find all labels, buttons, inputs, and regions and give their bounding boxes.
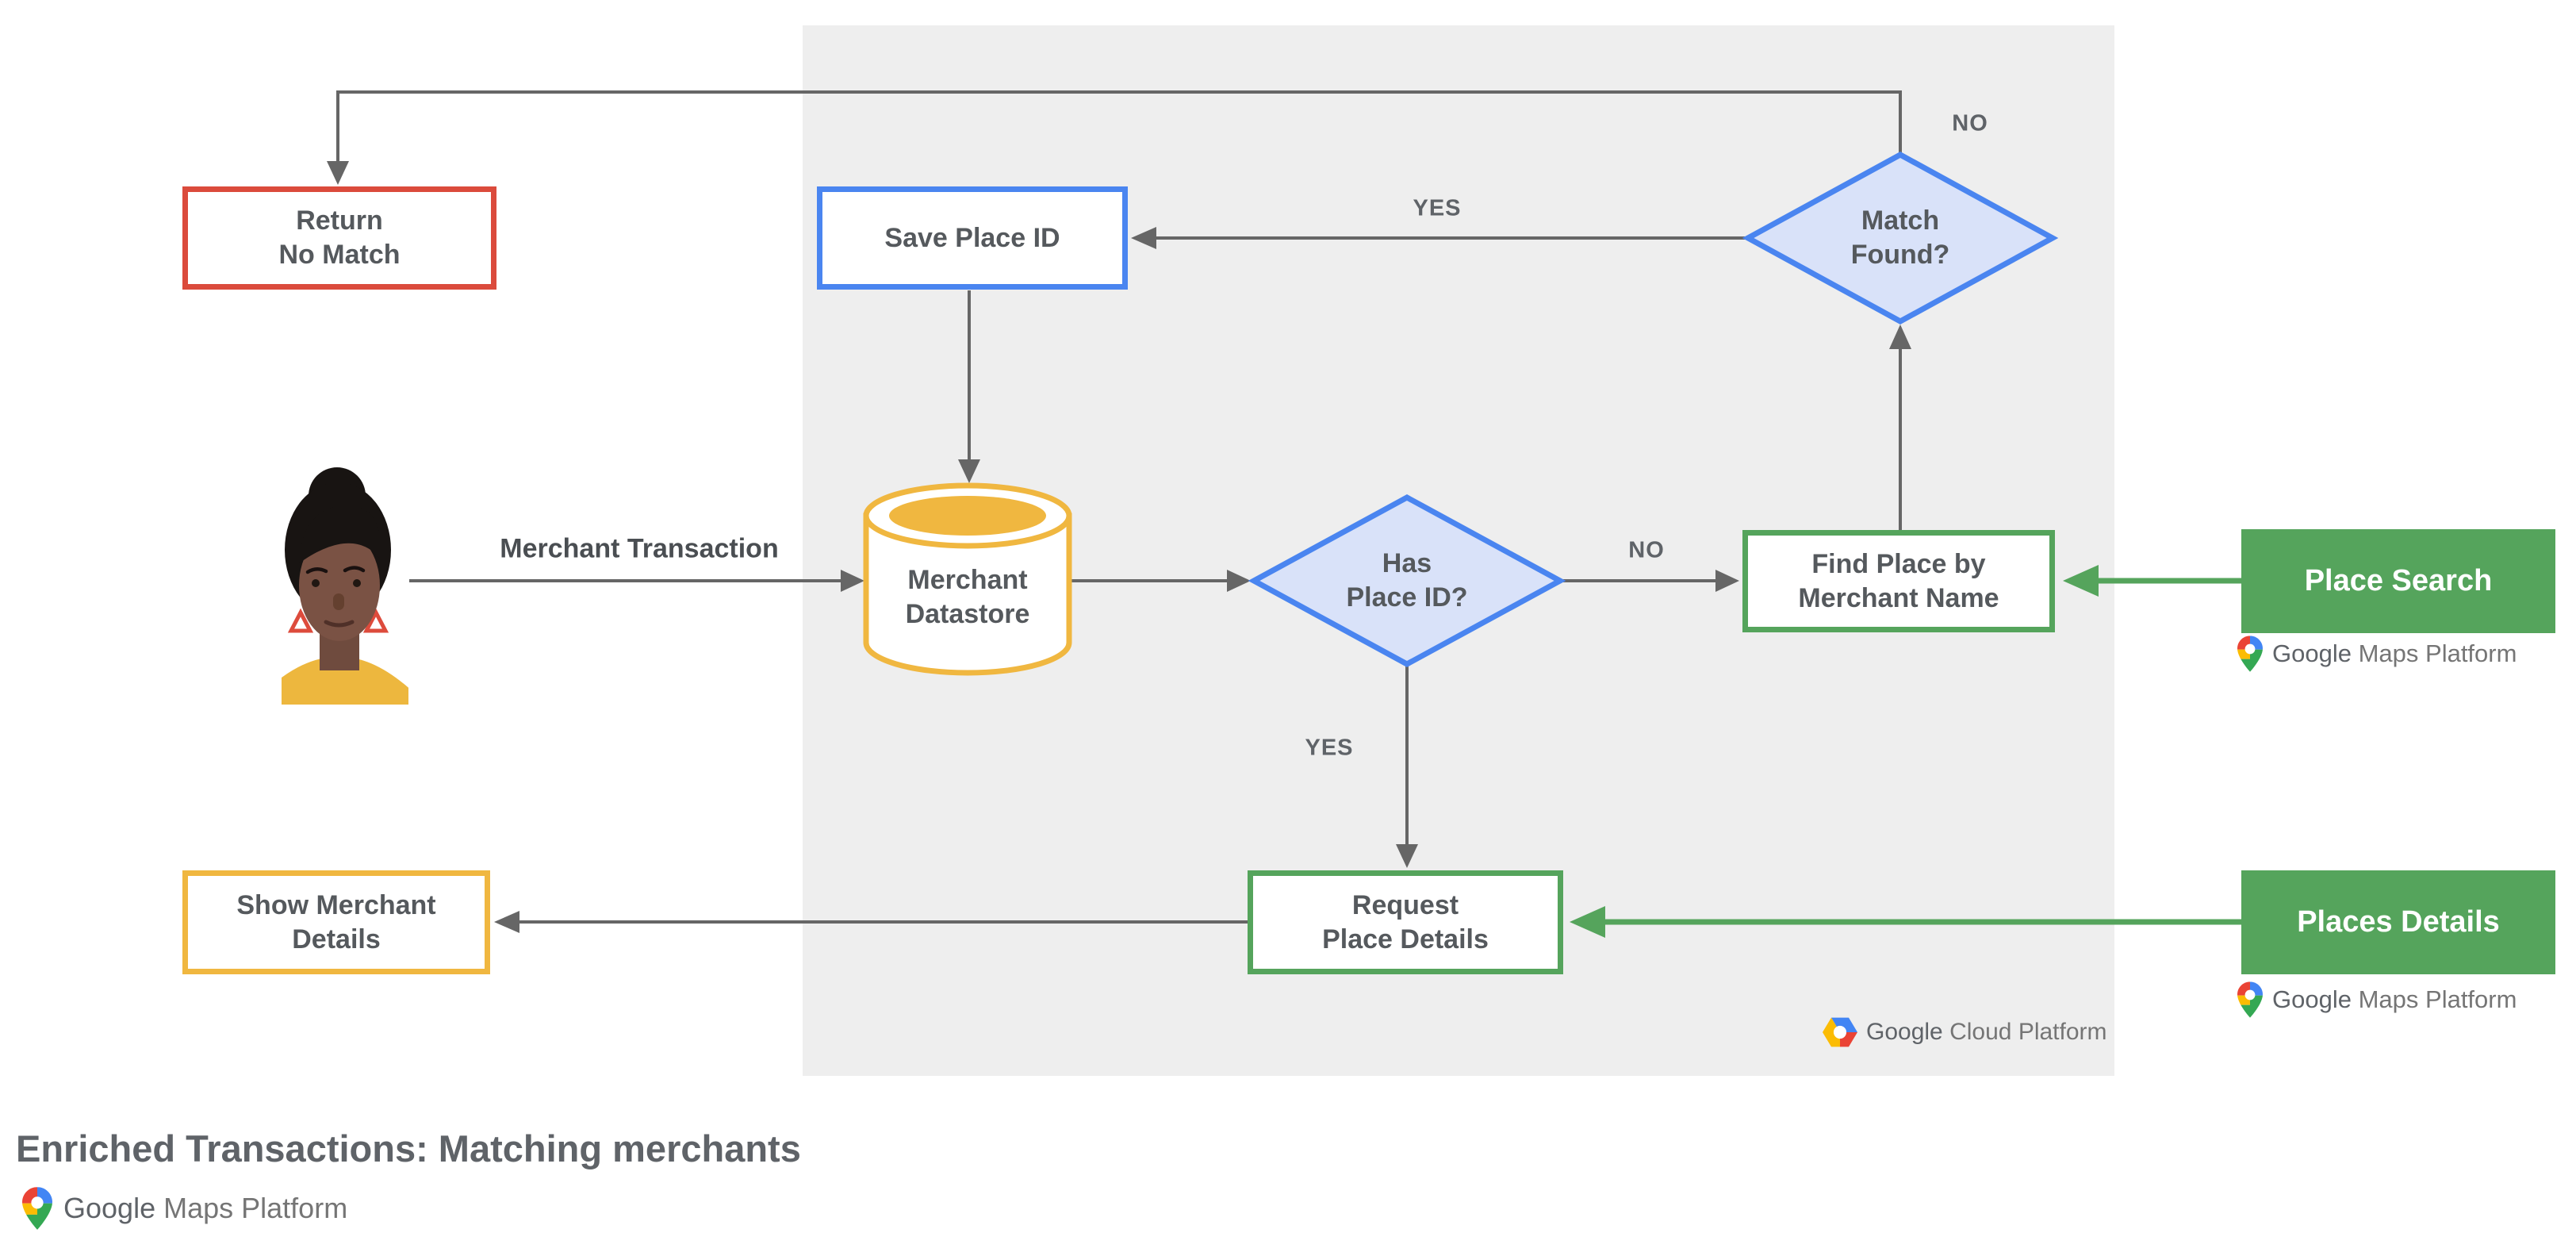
gray-arrowheads [327,161,1911,933]
google-maps-pin-icon [22,1187,52,1230]
has-place-id-diamond [1248,494,1566,667]
edge-label-merchant-transaction: Merchant Transaction [500,533,779,564]
avatar-eye-left [312,579,320,587]
avatar-earring-right [362,608,389,633]
avatar-eye-right [353,579,361,587]
avatar-earring-left [287,608,314,633]
gray-connector-lines [336,90,1902,924]
gmp-logo-google-text: Google [2272,985,2352,1013]
merchant-user-avatar [282,467,408,705]
gmp-logo-google-text: Google [63,1192,156,1224]
node-find-place-by-merchant-name: Find Place by Merchant Name [1742,530,2055,632]
has-place-id-label: Has Place ID? [1346,548,1468,613]
avatar-fringe [299,505,380,563]
gmp-logo-footer: Google Maps Platform [22,1185,347,1231]
edge-label-has-place-id-no: NO [1628,537,1665,563]
avatar-mouth [324,620,355,628]
google-maps-pin-icon [2237,636,2263,672]
merchant-datastore-cylinder [863,482,1072,676]
gcp-logo-product-text: Cloud Platform [1949,1019,2107,1045]
node-return-no-match: Return No Match [182,186,496,290]
gmp-logo-product-text: Maps Platform [2358,985,2517,1013]
avatar-nose [333,593,344,610]
gcp-logo: Google Cloud Platform [1823,1016,2107,1048]
edge-label-match-found-yes: YES [1413,195,1462,221]
green-connector-lines [1604,578,2241,925]
gmp-logo-google-text: Google [2272,639,2352,667]
gmp-logo-place-search: Google Maps Platform [2237,635,2517,673]
node-place-search-api: Place Search [2241,529,2555,633]
match-found-diamond [1742,152,2059,325]
page-title: Enriched Transactions: Matching merchant… [16,1127,801,1169]
gmp-logo-product-text: Maps Platform [2358,639,2517,667]
google-maps-pin-icon [2237,981,2263,1018]
avatar-shirt [282,656,408,705]
gmp-logo-product-text: Maps Platform [163,1192,348,1224]
match-found-label: Match Found? [1850,205,1950,270]
gmp-logo-places-details: Google Maps Platform [2237,981,2517,1019]
gcp-logo-google-text: Google [1866,1019,1943,1045]
node-save-place-id: Save Place ID [817,186,1128,290]
node-request-place-details: Request Place Details [1248,870,1563,974]
edge-label-match-found-no: NO [1952,110,1988,136]
merchant-datastore-label: Merchant Datastore [905,565,1030,629]
node-show-merchant-details: Show Merchant Details [182,870,490,974]
google-cloud-hexagon-icon [1823,1017,1857,1047]
avatar-face [299,530,380,641]
node-places-details-api: Places Details [2241,870,2555,974]
green-arrowheads [1570,565,2099,938]
edge-label-has-place-id-yes: YES [1305,735,1354,761]
